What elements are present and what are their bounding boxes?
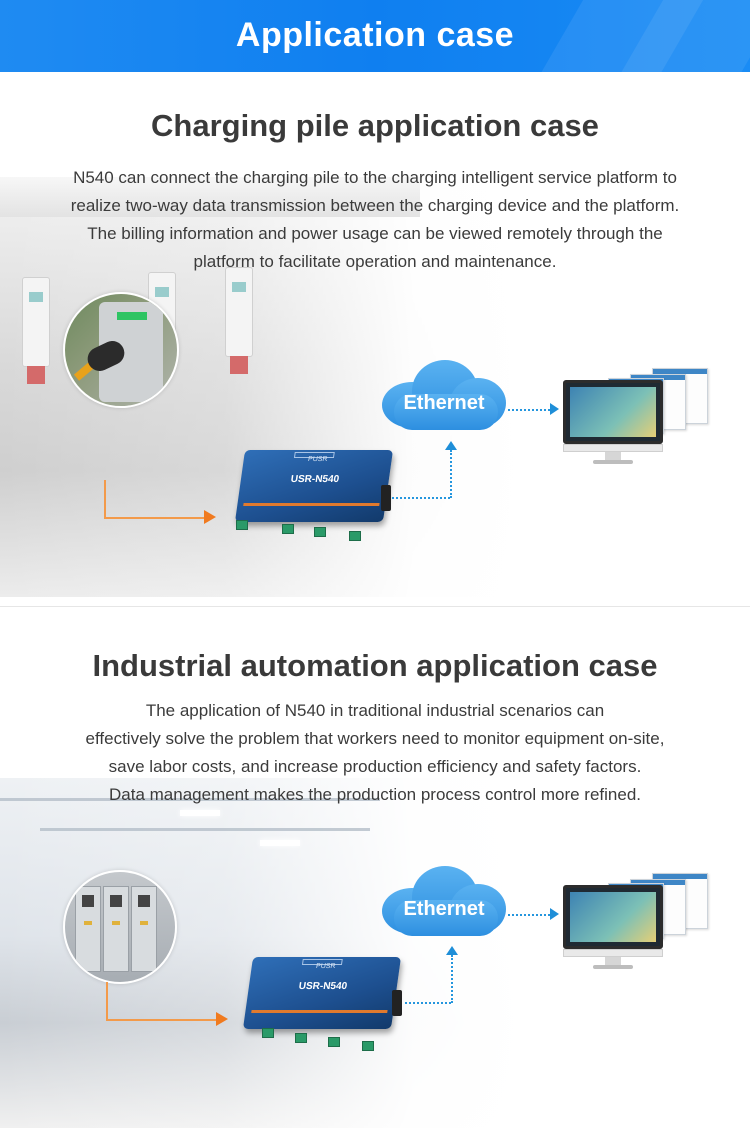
header-banner: Application case	[0, 0, 750, 72]
industrial-automation-section: Industrial automation application case T…	[0, 608, 750, 1136]
description-line: The application of N540 in traditional i…	[145, 701, 605, 720]
ceiling-light	[260, 840, 300, 846]
description-line: Data management makes the production pro…	[109, 785, 641, 804]
ceiling-light	[180, 810, 220, 816]
description-line: effectively solve the problem that worke…	[85, 729, 665, 748]
section-description: The application of N540 in traditional i…	[40, 697, 710, 809]
charging-pile-section: Charging pile application case N540 can …	[0, 72, 750, 607]
description-line: platform to facilitate operation and mai…	[193, 252, 557, 271]
section-description: N540 can connect the charging pile to th…	[40, 164, 710, 276]
factory-background	[0, 778, 750, 1128]
banner-title: Application case	[235, 16, 515, 54]
description-line: The billing information and power usage …	[87, 224, 663, 243]
description-line: realize two-way data transmission betwee…	[70, 196, 680, 215]
section-title: Industrial automation application case	[92, 648, 658, 683]
charging-pile-image	[22, 277, 50, 384]
section-title: Charging pile application case	[151, 108, 599, 143]
section-divider	[0, 606, 750, 607]
roof-beam	[40, 828, 370, 831]
description-line: N540 can connect the charging pile to th…	[73, 168, 677, 187]
station-canopy	[0, 177, 420, 217]
roof-beam	[0, 798, 380, 801]
charging-pile-image	[148, 272, 176, 379]
charging-pile-image	[225, 267, 253, 374]
description-line: save labor costs, and increase productio…	[108, 757, 642, 776]
